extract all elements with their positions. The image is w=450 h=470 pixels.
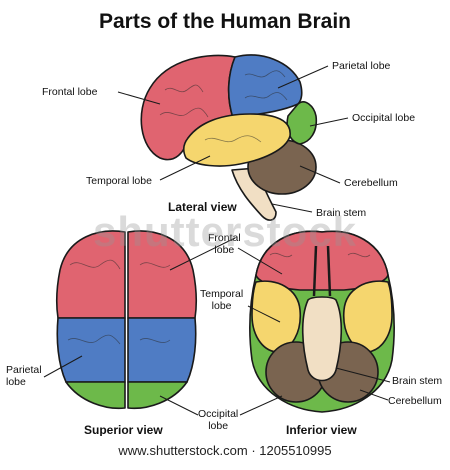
superior-frontal-lobe-right	[127, 230, 198, 319]
superior-occipital-lobe	[65, 381, 126, 410]
inferior-frontal-lobe	[255, 230, 389, 291]
leader-lateral-occipital	[309, 117, 349, 127]
lateral-occipital-lobe	[286, 101, 318, 145]
lateral-parietal-lobe	[227, 54, 303, 119]
superior-parietal-label: Parietal lobe	[6, 364, 42, 388]
inferior-brain	[249, 230, 395, 413]
superior-view-label: Superior view	[84, 423, 163, 437]
inferior-cerebellum-label: Cerebellum	[388, 395, 442, 407]
inferior-olfactory-right	[326, 245, 332, 297]
leader-lateral-cerebellum	[299, 165, 341, 184]
lateral-cerebellum-label: Cerebellum	[344, 177, 398, 189]
page-title: Parts of the Human Brain	[98, 10, 352, 33]
inferior-olfactory-left	[312, 245, 318, 297]
leader-lines	[43, 65, 391, 416]
superior-frontal-lobe	[55, 230, 126, 319]
leader-lateral-frontal	[117, 91, 161, 105]
leader-inferior-cerebellum	[359, 389, 389, 401]
inferior-brainstem-label: Brain stem	[392, 375, 443, 387]
leader-lateral-brainstem	[271, 203, 313, 213]
watermark: shutterstock	[92, 208, 358, 255]
superior-occipital-label: Occipital lobe	[198, 408, 239, 432]
superior-brain	[55, 230, 198, 410]
lateral-brainstem-label: Brain stem	[316, 207, 367, 219]
leader-lateral-parietal	[277, 65, 329, 89]
superior-parietal-lobe	[56, 317, 126, 383]
leader-inferior-frontal-right	[237, 247, 283, 275]
leader-inferior-occipital	[239, 395, 283, 416]
lateral-parietal-label: Parietal lobe	[332, 60, 391, 72]
inferior-frontal-label: Frontal lobe	[208, 232, 241, 256]
lateral-temporal-lobe	[183, 113, 291, 167]
leader-superior-occipital	[159, 395, 199, 416]
inferior-temporal-label: Temporal lobe	[200, 288, 244, 312]
leader-superior-parietal	[43, 355, 83, 378]
lateral-occipital-label: Occipital lobe	[352, 112, 416, 124]
lateral-brain	[140, 54, 318, 221]
inferior-view-label: Inferior view	[286, 423, 357, 437]
gyri-texture	[67, 70, 371, 345]
superior-parietal-lobe-right	[127, 317, 197, 383]
footer-credit: www.shutterstock.com · 1205510995	[0, 436, 450, 466]
inferior-brainstem	[301, 296, 343, 382]
lateral-frontal-label: Frontal lobe	[42, 86, 98, 98]
leader-inferior-frontal-left	[169, 237, 236, 271]
leader-inferior-temporal	[247, 305, 281, 323]
lateral-view-label: Lateral view	[168, 200, 237, 214]
superior-occipital-lobe-right	[127, 381, 188, 410]
lateral-temporal-label: Temporal lobe	[86, 175, 152, 187]
leader-lateral-temporal	[159, 155, 211, 181]
leader-inferior-brainstem	[335, 367, 391, 383]
